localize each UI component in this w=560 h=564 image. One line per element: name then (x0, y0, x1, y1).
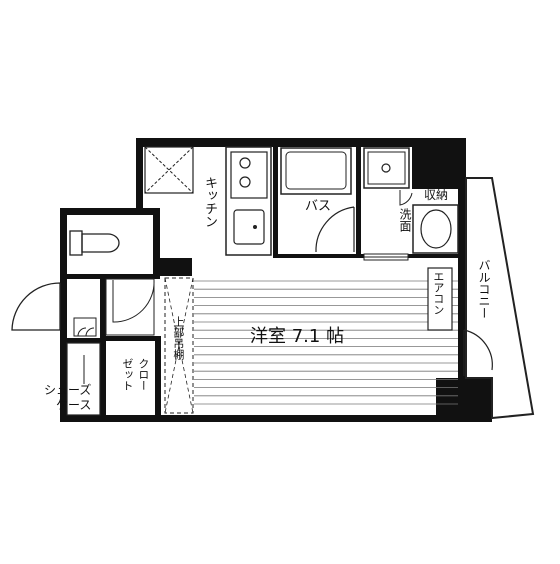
aircon-box (427, 267, 453, 331)
bath-label: バス (305, 199, 332, 214)
kitchen-sink (233, 209, 265, 245)
column-bottom-right (436, 378, 492, 422)
wall-closet-top (106, 336, 160, 341)
bathtub (280, 147, 352, 195)
western-room-label: 洋室 7.1 帖 (250, 326, 345, 347)
balcony-door-swing (463, 329, 493, 376)
column-top-right (412, 145, 466, 189)
entrance-step (73, 317, 97, 337)
toilet-tank (69, 230, 83, 256)
kitchen-counter (225, 146, 272, 256)
toilet-bowl (81, 233, 120, 253)
balcony-outline (465, 177, 535, 420)
washbasin (420, 209, 452, 249)
upper-shelf-label: 上部吊棚 (171, 316, 185, 360)
storage-door-swing (399, 190, 413, 206)
wall-toilet-right (153, 208, 160, 278)
western-room-floor-lines (194, 280, 458, 405)
wall-bath-bottom (278, 254, 356, 258)
wall-kitchen-bath (273, 145, 278, 258)
shoe-case-label-line1: シューズ (44, 383, 92, 397)
burner-1 (239, 157, 251, 169)
wall-bottom (60, 415, 466, 422)
shoe-case-label-line2: ケース (56, 398, 92, 412)
burner-2 (239, 176, 251, 188)
washbasin-counter (412, 204, 459, 254)
wall-top (136, 138, 466, 147)
washing-machine-pan (363, 147, 410, 189)
wall-toilet-bottom (60, 274, 160, 279)
wall-closet-left (100, 278, 106, 422)
balcony-label: バルコニー (476, 259, 491, 319)
kitchen-label: キッチン (202, 176, 218, 228)
wall-closet-right (155, 336, 161, 422)
wall-bath-wash (356, 145, 361, 258)
wall-right (458, 138, 466, 422)
closet-label-col2: ゼット (120, 358, 134, 391)
shoe-case (66, 342, 101, 416)
toilet-door-swing (112, 279, 155, 323)
walls (60, 138, 492, 422)
storage-label: 収納 (424, 188, 449, 202)
column-kitchen-corner (160, 258, 192, 276)
wall-entrance-bottom (60, 338, 105, 343)
bath-door-swing (315, 206, 355, 253)
aircon-label: エアコン (431, 271, 445, 315)
wall-toilet-top (60, 208, 160, 215)
entrance-door-swing (11, 282, 61, 331)
closet-label-col1: クロー (136, 358, 150, 391)
upper-shelf-outline (164, 277, 194, 414)
wall-left (60, 208, 67, 422)
stove (230, 151, 268, 199)
toilet-door-frame (105, 278, 155, 336)
kitchen-ventilation-box (144, 146, 194, 194)
wall-wash-bottom (361, 254, 458, 258)
washroom-label: 洗面 (397, 208, 412, 232)
wall-kitchen-left (136, 138, 143, 212)
